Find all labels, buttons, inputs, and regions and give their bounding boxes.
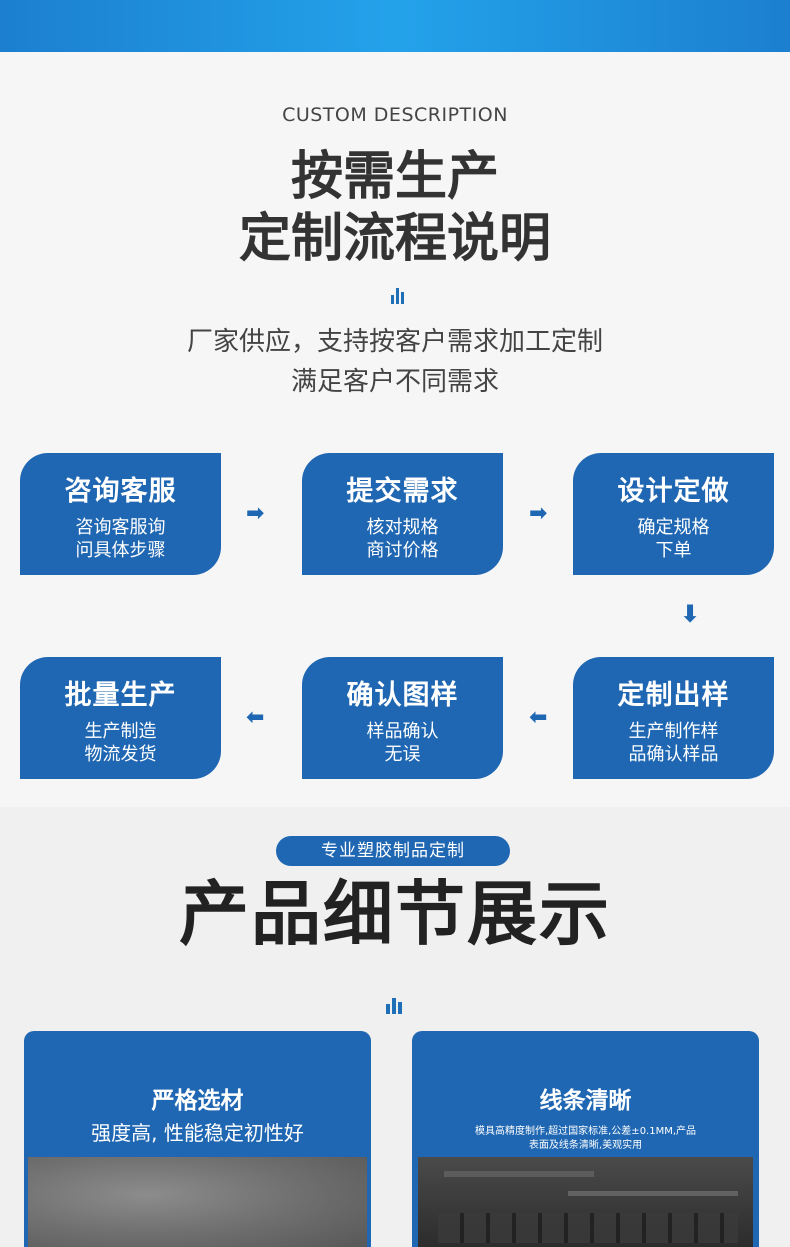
card-desc: 模具高精度制作,超过国家标准,公差±0.1MM,产品 表面及线条清晰,美观实用 [412,1125,759,1153]
step-title: 设计定做 [617,476,730,507]
arrow-left-icon: ⬅ [529,705,548,730]
card-desc-line: 表面及线条清晰,美观实用 [528,1140,643,1151]
page-subtitle: 厂家供应，支持按客户需求加工定制 满足客户不同需求 [0,322,790,402]
subtitle-line-1: 厂家供应，支持按客户需求加工定制 [186,327,603,357]
step-consult: 咨询客服 咨询客服询 问具体步骤 [20,453,221,575]
step-title: 批量生产 [64,680,177,711]
details-title: 产品细节展示 [179,873,611,955]
bar-chart-icon [391,286,404,304]
step-title: 确认图样 [346,680,459,711]
step-submit: 提交需求 核对规格 商讨价格 [302,453,503,575]
step-title: 提交需求 [346,476,459,507]
step-desc-line: 无误 [384,744,421,765]
step-desc: 咨询客服询 问具体步骤 [20,516,221,562]
material-photo [28,1157,367,1247]
card-desc: 强度高, 性能稳定初性好 [91,1121,304,1145]
detail-card-material: 严格选材 强度高, 性能稳定初性好 [24,1031,371,1247]
detail-card-lines: 线条清晰 模具高精度制作,超过国家标准,公差±0.1MM,产品 表面及线条清晰,… [412,1031,759,1247]
category-badge: 专业塑胶制品定制 [276,836,510,866]
arrow-left-icon: ⬅ [246,705,265,730]
step-desc-line: 生产制作样 [628,721,719,742]
step-desc: 核对规格 商讨价格 [302,516,503,562]
step-design: 设计定做 确定规格 下单 [573,453,774,575]
arrow-right-icon: ➡ [529,501,548,526]
step-sample: 定制出样 生产制作样 品确认样品 [573,657,774,779]
arrow-right-icon: ➡ [246,501,265,526]
step-desc-line: 下单 [655,540,692,561]
step-desc: 生产制作样 品确认样品 [573,720,774,766]
card-title: 严格选材 [151,1088,244,1114]
step-title: 定制出样 [617,680,730,711]
step-desc-line: 咨询客服询 [75,517,166,538]
step-desc-line: 样品确认 [366,721,439,742]
step-desc-line: 确定规格 [637,517,710,538]
top-banner [0,0,790,52]
step-desc: 样品确认 无误 [302,720,503,766]
title-line-2: 定制流程说明 [238,209,551,269]
card-desc-line: 模具高精度制作,超过国家标准,公差±0.1MM,产品 [474,1126,697,1137]
page-title: 按需生产 定制流程说明 [0,146,790,270]
step-desc-line: 商讨价格 [366,540,439,561]
section-eyebrow: CUSTOM DESCRIPTION [282,104,508,126]
step-desc: 确定规格 下单 [573,516,774,562]
step-mass-production: 批量生产 生产制造 物流发货 [20,657,221,779]
step-desc-line: 问具体步骤 [75,540,166,561]
title-line-1: 按需生产 [290,147,499,207]
subtitle-line-2: 满足客户不同需求 [290,367,499,397]
step-desc: 生产制造 物流发货 [20,720,221,766]
product-photo [418,1157,753,1247]
step-title: 咨询客服 [64,476,177,507]
step-desc-line: 品确认样品 [628,744,719,765]
card-title: 线条清晰 [539,1088,632,1114]
step-desc-line: 物流发货 [84,744,157,765]
step-desc-line: 生产制造 [84,721,157,742]
step-desc-line: 核对规格 [366,517,439,538]
arrow-down-icon: ⬇ [680,600,701,628]
step-confirm-drawing: 确认图样 样品确认 无误 [302,657,503,779]
bar-chart-icon [386,996,402,1014]
